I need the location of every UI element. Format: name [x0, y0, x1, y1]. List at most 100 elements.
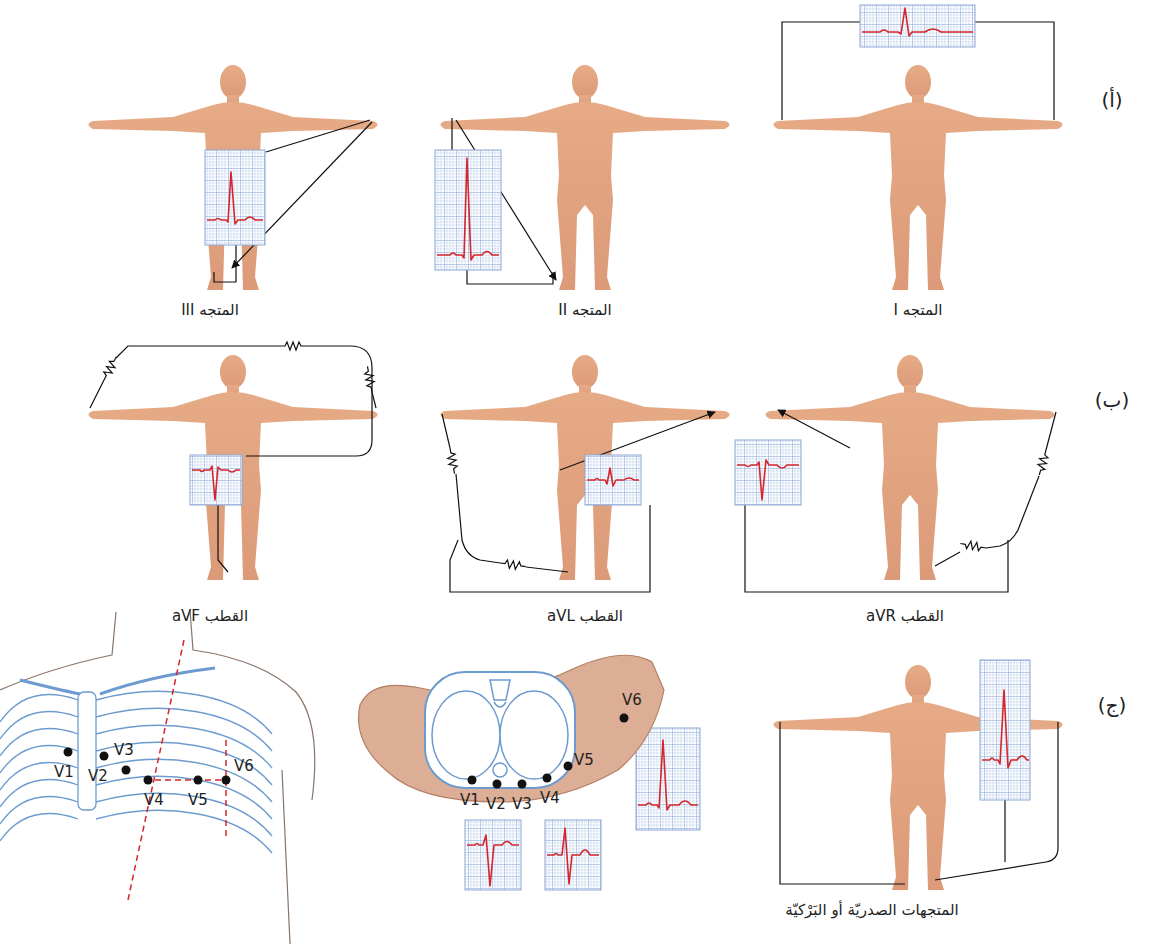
electrode-dot: [144, 776, 153, 785]
rib: [96, 810, 272, 853]
rib: [0, 797, 78, 824]
chest-ribcage: [78, 692, 96, 810]
electrode-dot: [620, 714, 629, 723]
electrode-dot: [543, 774, 552, 783]
human-figure: [441, 355, 730, 580]
ecg-trace: [737, 460, 799, 500]
resistor-symbol: [1035, 449, 1049, 476]
thorax-cross-section: [425, 672, 575, 788]
ecg-grid: [190, 455, 242, 505]
ecg-grid: [545, 820, 601, 890]
electrode-label: V5: [574, 751, 594, 769]
thorax-cross-section: [490, 680, 510, 707]
lead-name: المتجه II: [558, 301, 611, 319]
ecg-trace: [192, 466, 240, 500]
electrode-label: V2: [88, 767, 108, 785]
thorax-cross-section: [359, 655, 664, 802]
electrode-dot: [122, 766, 131, 775]
electrode-dot: [493, 780, 502, 789]
electrode-dot: [100, 752, 109, 761]
resistor-symbol: [499, 559, 526, 571]
ecg-trace: [467, 835, 519, 886]
rib: [0, 695, 78, 722]
lead-wire: [451, 118, 452, 150]
lead-wire: [90, 346, 372, 456]
rib: [0, 763, 78, 790]
human-figure: [89, 355, 378, 580]
resistor-symbol: [100, 342, 1049, 571]
electrode-label: V1: [460, 791, 480, 809]
lead-wire: [90, 22, 1058, 884]
ecg-grid: [465, 820, 521, 890]
ecg-grid: [205, 150, 265, 245]
electrode-dot: [518, 780, 527, 789]
resistor-symbol: [960, 540, 987, 552]
thorax-cross-section: [500, 691, 568, 779]
ecg-grid: [860, 5, 975, 47]
lead-name: المتجه I: [894, 301, 943, 319]
lead-wire: [450, 505, 650, 592]
lead-wire: [1004, 800, 1005, 862]
ecg-grid: [735, 440, 801, 505]
electrode-label: V6: [622, 691, 642, 709]
lead-wire: [467, 270, 553, 284]
lead-wire: [214, 245, 236, 282]
lead-wire: [442, 414, 568, 572]
ecg-grid: [980, 660, 1030, 800]
lead-name: القطب aVR: [866, 607, 944, 625]
lead-name: القطب aVL: [547, 607, 623, 625]
electrode-label: V2: [486, 795, 506, 813]
electrode-label: V3: [114, 741, 134, 759]
ecg-trace: [862, 8, 973, 36]
electrode-label: V4: [540, 789, 560, 807]
lead-wire: [266, 120, 370, 152]
electrode-label: V5: [188, 791, 208, 809]
lead-wire: [372, 392, 376, 408]
rib: [96, 793, 272, 836]
human-figure: [89, 65, 1063, 890]
rib: [0, 712, 78, 739]
chest-ribcage: [128, 640, 228, 900]
rib: [0, 814, 78, 841]
section-letter: (ج): [1098, 693, 1127, 717]
electrode-dot: [468, 714, 629, 789]
lead-name: القطب aVF: [172, 607, 248, 625]
ecg-grid: [585, 455, 641, 505]
electrode-dot: [194, 776, 203, 785]
ecg-trace: [982, 690, 1029, 768]
lead-wire: [745, 505, 1008, 592]
ecg-trace: [437, 158, 499, 260]
ecg-trace: [547, 828, 599, 884]
ecg-grid: [636, 728, 700, 830]
lead-name: المتجه III: [181, 301, 239, 319]
electrode-dot: [564, 762, 573, 771]
human-figure: [89, 65, 378, 290]
human-figure: [766, 355, 1055, 580]
ecg-grid: [190, 5, 1030, 890]
chest-ribcage: [0, 610, 315, 944]
human-figure: [774, 65, 1063, 290]
ecg-trace: [638, 740, 698, 810]
electrode-dot: [468, 776, 477, 785]
thorax-cross-section: [359, 655, 664, 802]
electrode-label: V4: [144, 791, 164, 809]
resistor-symbol: [364, 366, 376, 393]
chest-ribcage: [0, 610, 315, 944]
chest-ribcage: [0, 691, 272, 853]
section-letter: (أ): [1101, 88, 1122, 112]
resistor-symbol: [446, 447, 458, 474]
ecg-trace: [207, 172, 263, 224]
rib: [0, 729, 78, 756]
lead-wire: [780, 722, 905, 884]
chest-ribcage: [20, 668, 215, 694]
electrode-label: V1: [54, 763, 74, 781]
rib: [0, 780, 78, 807]
thorax-cross-section: [432, 691, 500, 779]
resistor-symbol: [100, 355, 119, 382]
thorax-cross-section: [493, 763, 507, 777]
electrode-dot: [222, 776, 231, 785]
ecg-trace: [192, 8, 1029, 886]
